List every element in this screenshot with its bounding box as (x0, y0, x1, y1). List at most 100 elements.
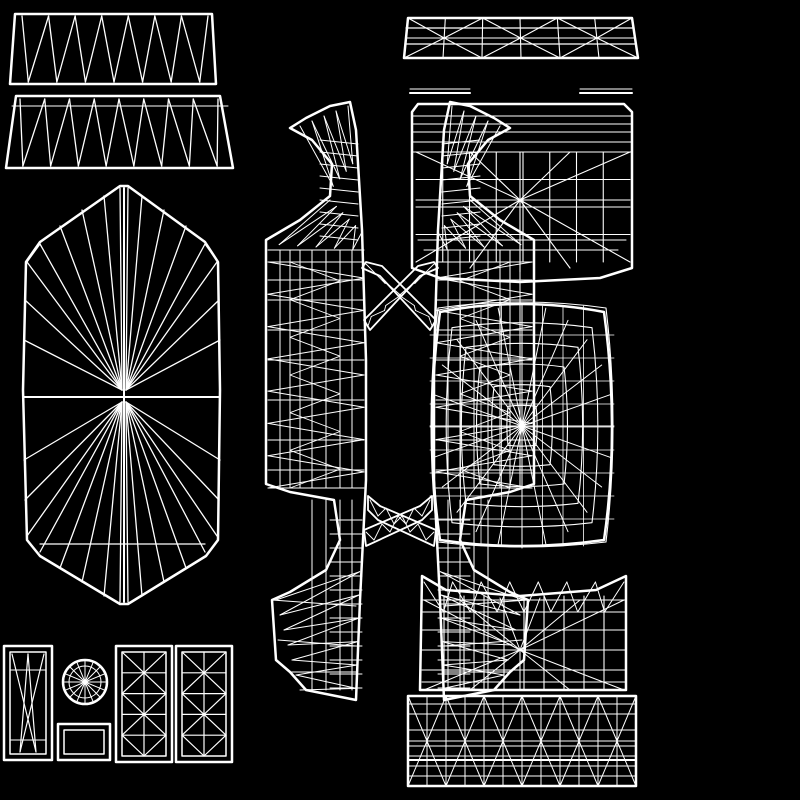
wire-edge (84, 666, 101, 683)
wire-edge (469, 151, 521, 201)
wire-edge (267, 326, 365, 344)
wire-edge (319, 235, 359, 241)
wire-edge (125, 299, 220, 391)
wire-edge (469, 649, 521, 691)
wire-edge (453, 115, 477, 172)
wire-outline (430, 302, 614, 548)
wire-edge (414, 263, 435, 284)
wire-edge (550, 581, 568, 613)
wire-edge (333, 225, 357, 249)
wire-edge (125, 243, 206, 391)
wire-edge (352, 225, 357, 250)
wire-edge (49, 98, 71, 167)
wire-edge (445, 322, 599, 528)
wire-edge (459, 261, 511, 282)
wire-outline (114, 644, 174, 764)
wire-edge (415, 199, 521, 263)
wire-edge (519, 649, 571, 691)
wire-edge (496, 581, 511, 613)
wire-edge (459, 318, 511, 338)
wire-edge (443, 599, 529, 607)
wire-edge (59, 401, 123, 569)
wire-edge (125, 401, 206, 553)
wire-edge (540, 740, 561, 787)
wire-edge (47, 15, 58, 83)
wire-edge (426, 740, 447, 787)
wire-edge (445, 695, 466, 742)
wire-edge (289, 412, 341, 432)
wire-edge (311, 120, 341, 180)
wire-edge (59, 225, 123, 391)
wire-edge (435, 374, 533, 392)
wire-edge (367, 316, 372, 327)
wire-edge (559, 695, 580, 742)
wire-edge (382, 279, 401, 295)
wire-edge (423, 649, 521, 691)
wire-edge (403, 37, 445, 59)
wire-edge (319, 151, 359, 157)
wire-edge (509, 581, 525, 613)
wire-edge (459, 120, 489, 180)
wire-edge (143, 98, 163, 167)
wire-edge (435, 422, 533, 441)
wire-edge (84, 681, 94, 702)
wire-edge (450, 218, 485, 248)
wire-outline (9, 651, 47, 755)
wire-edge (289, 280, 341, 301)
wire-edge (519, 151, 571, 201)
wire-edge (68, 98, 80, 167)
wire-outline (2, 644, 54, 762)
wire-edge (289, 393, 341, 414)
wire-edge (26, 243, 41, 263)
wire-edge (435, 358, 533, 376)
wire-edge (203, 713, 227, 736)
wire-edge (279, 571, 361, 616)
wire-edge (469, 199, 522, 246)
wire-edge (119, 187, 123, 391)
uv-islands-group (2, 12, 640, 788)
wire-outline (410, 102, 634, 284)
wire-edge (430, 301, 614, 548)
wire-edge (453, 110, 465, 172)
wire-edge (596, 17, 633, 39)
wire-edge (521, 364, 603, 427)
wire-edge (76, 681, 86, 702)
wire-edge (125, 195, 143, 391)
wire-edge (452, 581, 471, 613)
wire-edge (597, 740, 618, 787)
wire-edge (459, 374, 511, 395)
wire-edge (101, 15, 115, 83)
wire-edge (21, 15, 29, 83)
wire-outline (367, 495, 437, 547)
wire-edge (160, 98, 170, 167)
wire-edge (143, 672, 167, 695)
wire-edge (319, 187, 359, 193)
wire-edge (559, 37, 598, 59)
wire-edge (459, 280, 511, 301)
wire-edge (311, 120, 334, 187)
wire-edge (381, 523, 391, 533)
wire-edge (423, 581, 444, 613)
wire-edge (370, 310, 385, 317)
wire-edge (267, 358, 365, 376)
wire-edge (435, 342, 533, 360)
wire-edge (181, 651, 205, 674)
wire-edge (459, 449, 511, 470)
wire-edge (125, 401, 218, 537)
wire-edge (125, 401, 221, 461)
wire-edge (26, 401, 123, 537)
wire-edge (267, 471, 365, 489)
wire-edge (426, 695, 447, 742)
wire-edge (121, 713, 145, 736)
wire-edge (521, 393, 612, 427)
wire-edge (267, 455, 365, 473)
small-part-a (2, 644, 54, 762)
wire-edge (423, 599, 521, 651)
wire-edge (441, 235, 481, 241)
wire-edge (435, 390, 533, 408)
left-side-panel (264, 100, 437, 702)
wire-edge (397, 515, 407, 525)
wire-edge (384, 305, 387, 311)
wire-edge (267, 277, 365, 295)
